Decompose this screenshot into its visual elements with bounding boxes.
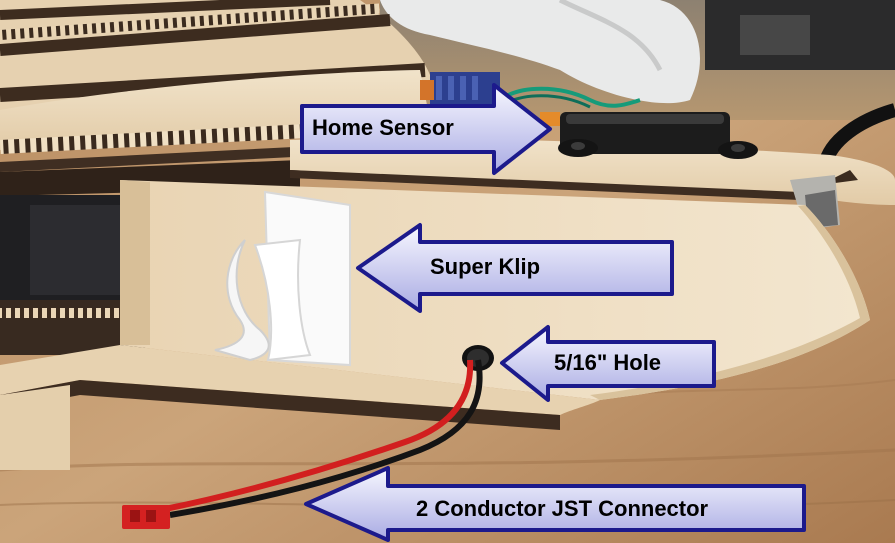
arrow-left-icon [356, 223, 674, 313]
hole-label: 5/16" Hole [554, 350, 662, 375]
arrow-right-icon [300, 83, 552, 175]
home-sensor-label: Home Sensor [312, 115, 454, 140]
arrow-left-icon [304, 466, 806, 542]
super-klip-label: Super Klip [430, 254, 541, 279]
callout-jst-connector: 2 Conductor JST Connector [302, 466, 810, 542]
callout-home-sensor: Home Sensor [298, 82, 554, 176]
callout-hole: 5/16" Hole [498, 324, 720, 402]
callout-super-klip: Super Klip [354, 222, 676, 314]
jst-connector-label: 2 Conductor JST Connector [416, 496, 709, 521]
arrow-left-icon [500, 325, 716, 402]
